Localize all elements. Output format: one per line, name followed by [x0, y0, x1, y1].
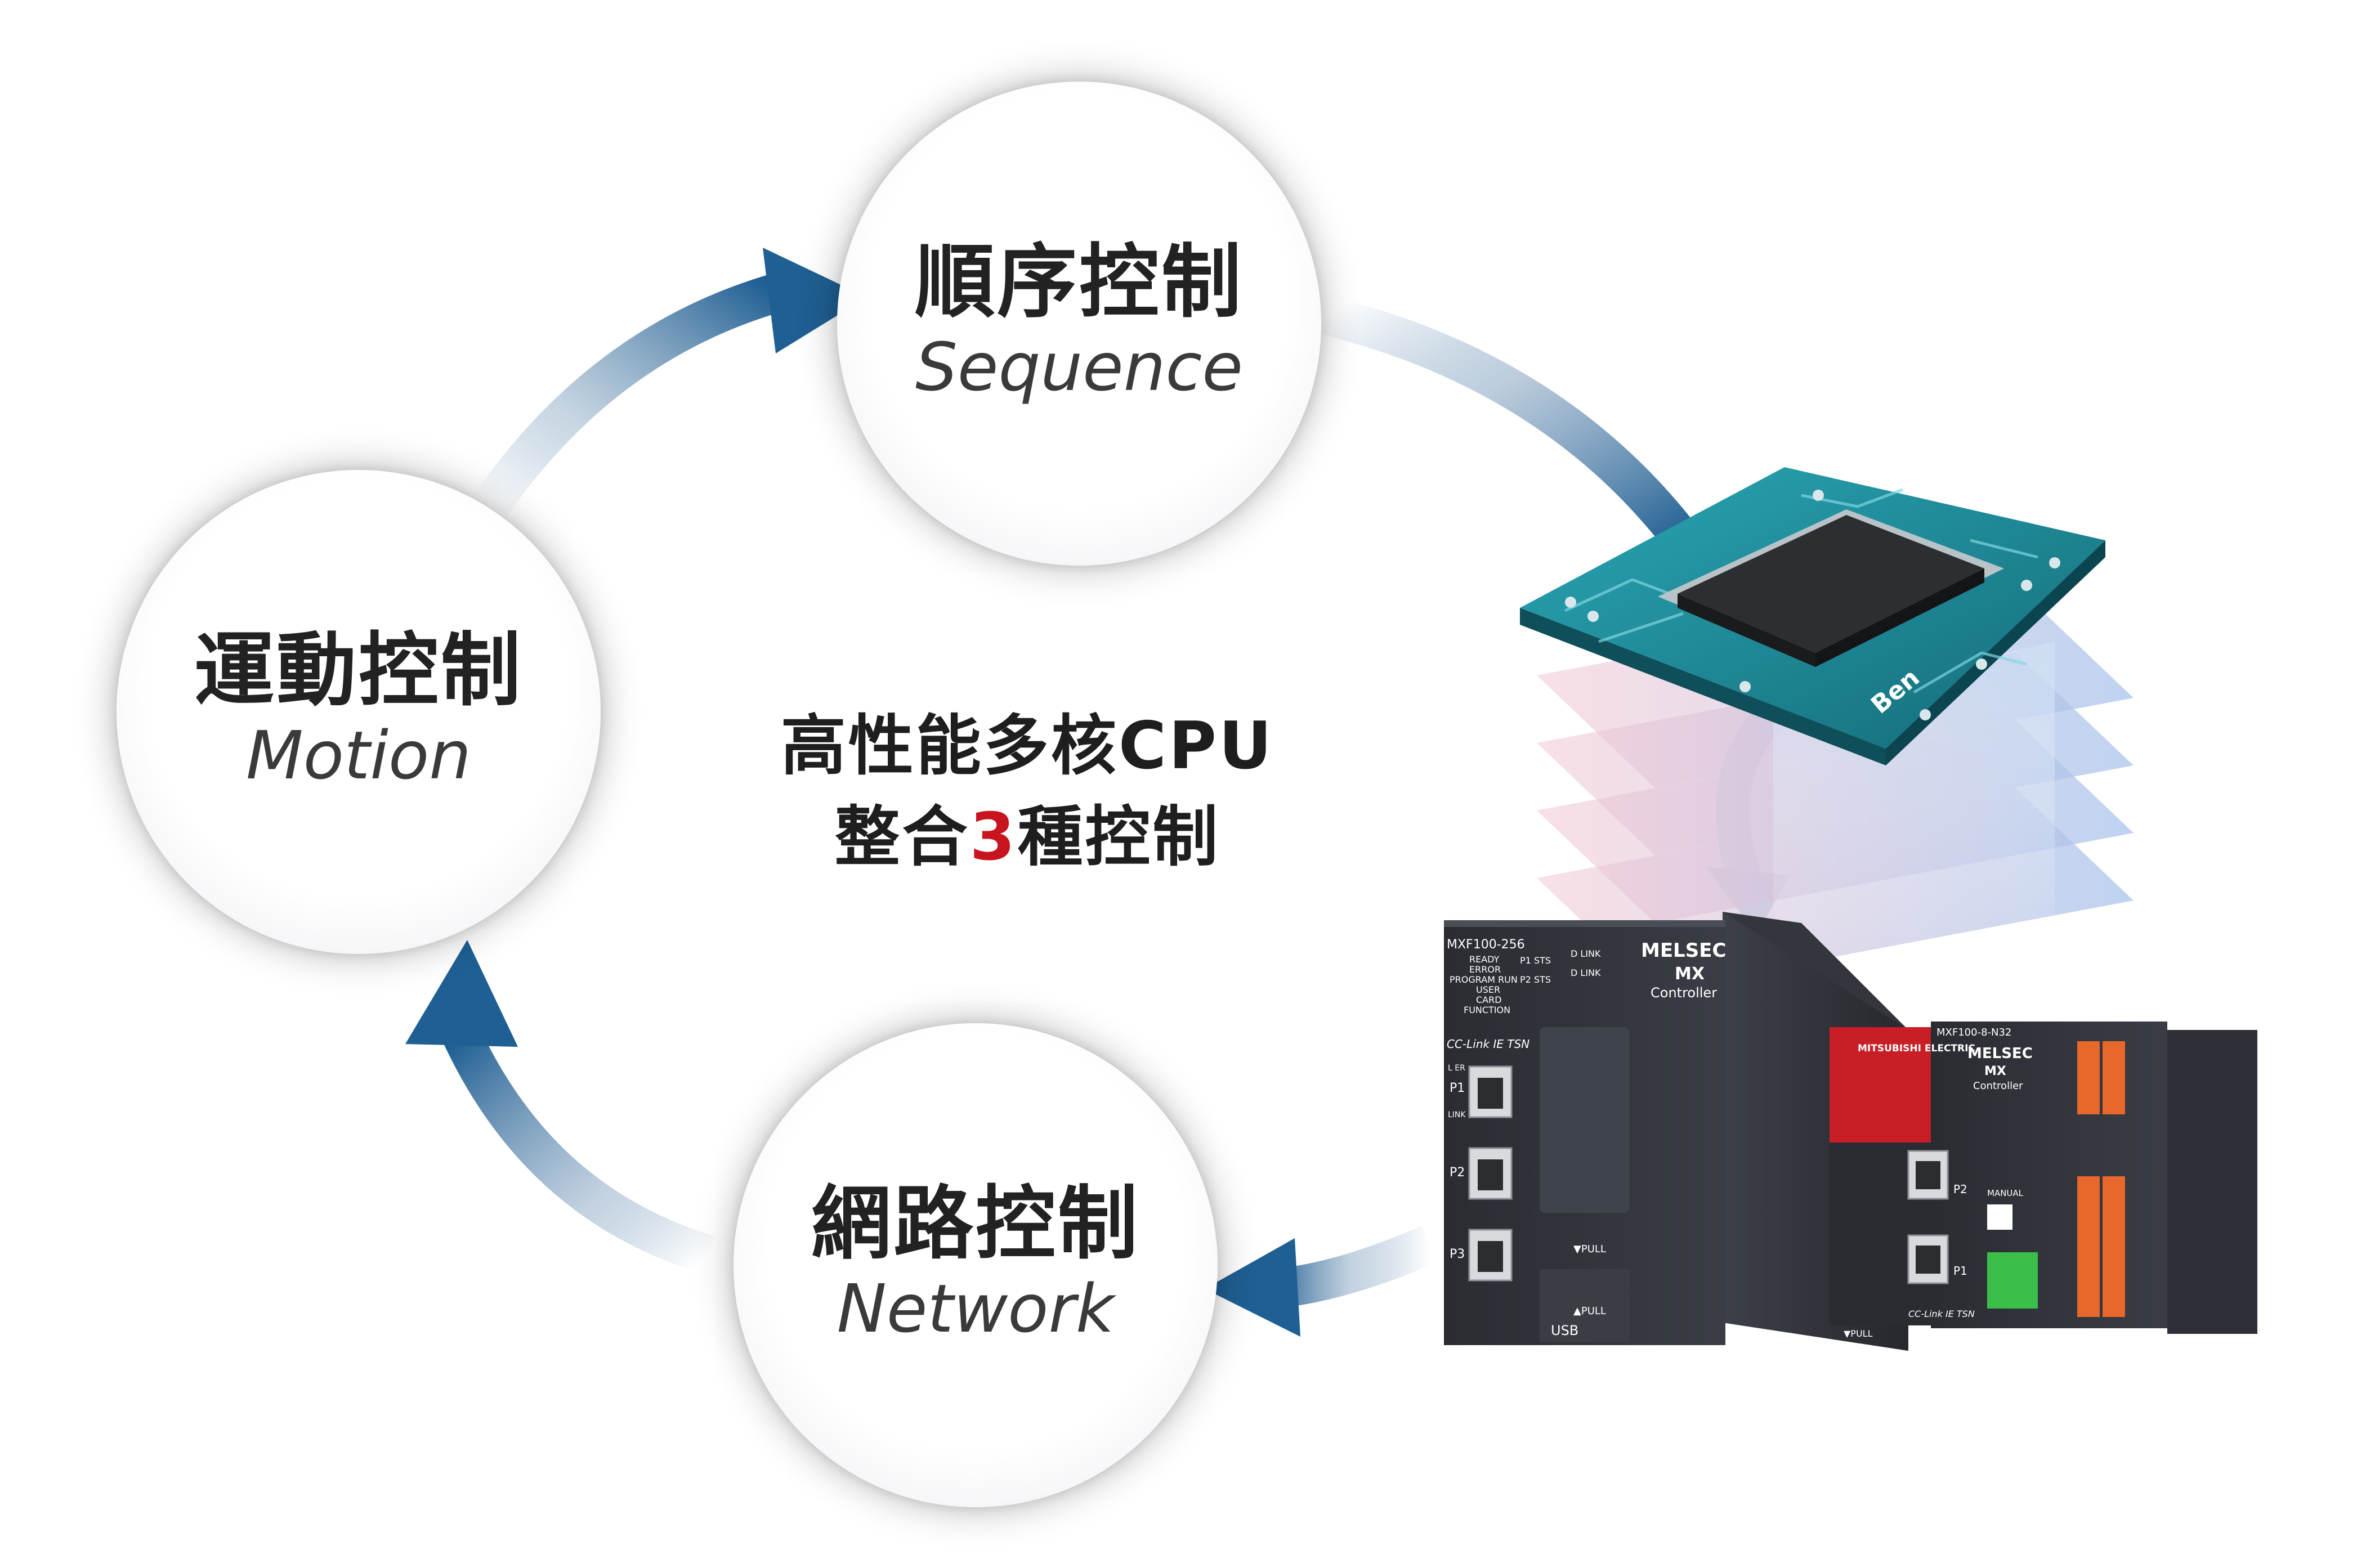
- caption-line-2: 整合3種控制: [732, 792, 1323, 883]
- arrow-sequence-to-cpu: [1321, 296, 1699, 553]
- network-title-zh: 網路控制: [811, 1177, 1140, 1270]
- large-port-p2: P2: [1450, 1166, 1465, 1180]
- large-usb: USB: [1551, 1323, 1578, 1338]
- led-card: CARD: [1476, 994, 1502, 1005]
- arrow-network-to-motion: [405, 940, 715, 1274]
- cpu-chip: Ben: [1520, 467, 2105, 765]
- caption-number: 3: [969, 799, 1018, 876]
- large-pull-2: ▲PULL: [1573, 1305, 1606, 1317]
- center-caption: 高性能多核CPU 整合3種控制: [732, 701, 1323, 884]
- caption-line-2-prefix: 整合: [834, 799, 970, 876]
- large-pull-1: ▼PULL: [1573, 1243, 1606, 1255]
- small-series: MX: [1984, 1064, 2006, 1078]
- large-port-p1: P1: [1450, 1081, 1465, 1095]
- large-model: MXF100-256: [1447, 938, 1525, 952]
- arrow-motion-to-sequence: [473, 248, 867, 518]
- small-pull: ▼PULL: [1844, 1328, 1873, 1339]
- qr-code-icon: [1987, 1204, 2012, 1230]
- network-title-en: Network: [837, 1269, 1115, 1347]
- led-user: USER: [1476, 984, 1500, 995]
- led-function: FUNCTION: [1464, 1005, 1510, 1015]
- small-network-logo: CC-Link IE TSN: [1908, 1309, 1975, 1319]
- small-brand: MELSEC: [1967, 1045, 2033, 1062]
- led-program-run: PROGRAM RUN: [1450, 974, 1518, 985]
- small-port-p2: P2: [1953, 1182, 1967, 1196]
- small-type: Controller: [1973, 1080, 2023, 1092]
- status-dlink-1: D LINK: [1571, 948, 1601, 959]
- status-dlink-2: D LINK: [1571, 967, 1601, 978]
- network-control-node: 網路控制 Network: [734, 1023, 1218, 1507]
- led-ready: READY: [1469, 954, 1500, 965]
- sequence-title-en: Sequence: [915, 328, 1244, 406]
- motion-control-node: 運動控制 Motion: [117, 470, 601, 954]
- small-model: MXF100-8-N32: [1936, 1027, 2011, 1038]
- sequence-title-zh: 順序控制: [915, 235, 1244, 329]
- caption-line-1: 高性能多核CPU: [780, 708, 1274, 784]
- large-brand: MELSEC: [1641, 939, 1726, 962]
- motion-title-zh: 運動控制: [194, 624, 523, 717]
- p1-led-er: L ER: [1448, 1064, 1465, 1073]
- controller-small: MITSUBISHI ELECTRIC MXF100-8-N32 MELSEC …: [1830, 1022, 2257, 1339]
- small-maker: MITSUBISHI ELECTRIC: [1858, 1043, 1975, 1054]
- large-type: Controller: [1651, 985, 1717, 1001]
- status-p2: P2 STS: [1520, 974, 1551, 985]
- p1-led-link: LINK: [1448, 1110, 1466, 1119]
- status-p1: P1 STS: [1520, 955, 1551, 966]
- large-port-p3: P3: [1450, 1247, 1465, 1261]
- sequence-control-node: 順序控制 Sequence: [837, 82, 1321, 566]
- led-error: ERROR: [1469, 964, 1501, 975]
- motion-title-en: Motion: [245, 716, 472, 794]
- large-series: MX: [1675, 964, 1705, 984]
- caption-line-2-suffix: 種控制: [1017, 799, 1220, 876]
- small-manual: MANUAL: [1987, 1188, 2024, 1198]
- large-network-logo: CC-Link IE TSN: [1447, 1037, 1529, 1051]
- small-port-p1: P1: [1953, 1264, 1967, 1278]
- arrow-controller-to-network: [1205, 1225, 1438, 1337]
